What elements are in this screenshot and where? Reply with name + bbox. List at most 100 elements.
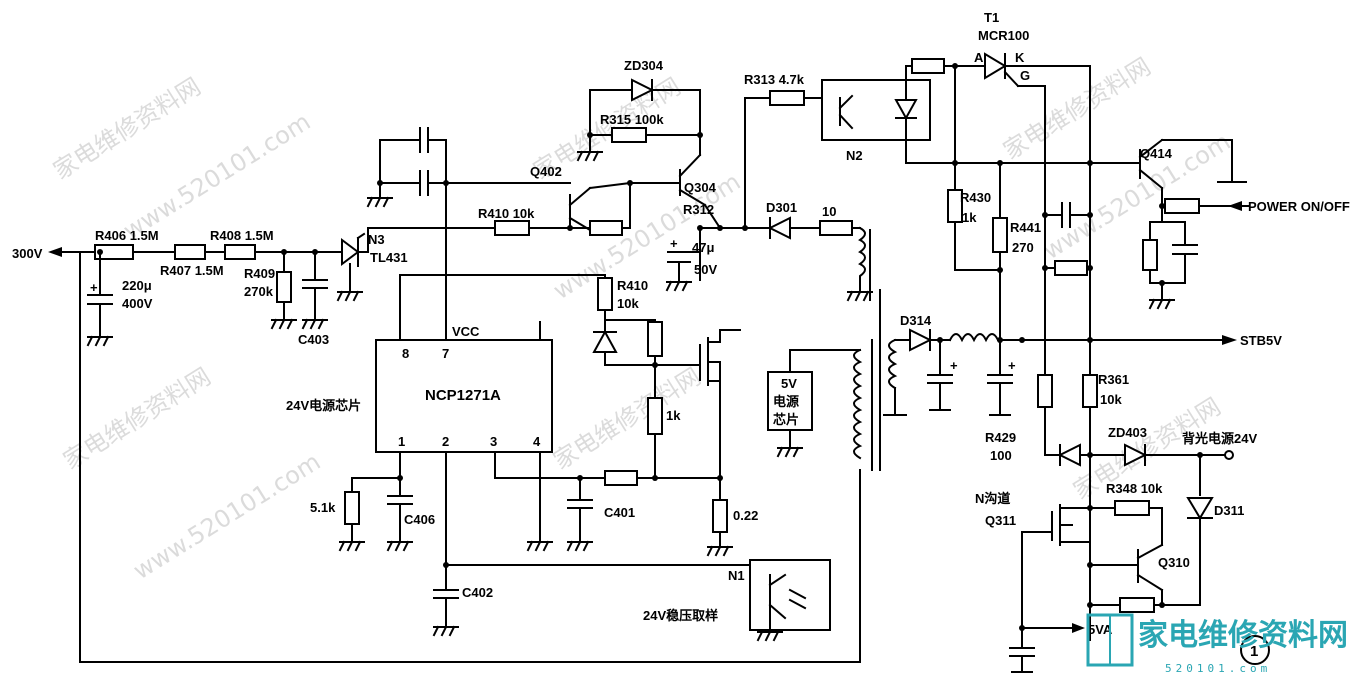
ground-icon xyxy=(301,318,328,330)
label-24v-chip: 24V电源芯片 xyxy=(286,398,361,413)
ground-icon xyxy=(576,150,603,162)
backlight-section: ZD403 背光电源24V D311 N沟道 Q311 R348 10k xyxy=(975,425,1257,673)
resistor-5k1 xyxy=(344,491,360,525)
label-pin-a: A xyxy=(974,50,984,65)
resistor-10 xyxy=(819,220,853,236)
label-n3: N3 xyxy=(368,232,385,247)
resistor-r410b xyxy=(597,277,613,311)
optocoupler-n2 xyxy=(821,79,931,141)
label-r313: R313 4.7k xyxy=(744,72,805,87)
label-n1: N1 xyxy=(728,568,745,583)
label-10: 10 xyxy=(822,204,836,219)
logo-url: 520101.com xyxy=(1165,662,1271,675)
pwm-section: VCC 8 7 NCP1271A 1 2 3 4 24V电源芯片 5.1k C4… xyxy=(79,251,861,663)
label-r430-val: 1k xyxy=(962,210,977,225)
label-r430: R430 xyxy=(960,190,991,205)
label-5v-chip-line2: 电源 xyxy=(773,394,799,409)
watermark-text: 家电维修资料网 xyxy=(48,72,205,185)
transistor-q310 xyxy=(1089,543,1164,592)
label-zd304: ZD304 xyxy=(624,58,664,73)
resistor-r407 xyxy=(174,244,206,260)
label-pin-2: 2 xyxy=(442,434,449,449)
ground-icon xyxy=(846,290,873,302)
label-q402: Q402 xyxy=(530,164,562,179)
site-logo: 家电维修资料网 520101.com xyxy=(1086,613,1348,675)
optocoupler-n1 xyxy=(749,559,831,631)
resistor-r441 xyxy=(992,217,1008,253)
label-r410b-val: 10k xyxy=(617,296,639,311)
resistor-r315 xyxy=(611,127,647,143)
terminal-24v xyxy=(1224,450,1234,460)
label-q414: Q414 xyxy=(1140,146,1173,161)
label-c47-v: 50V xyxy=(694,262,717,277)
label-pin-g: G xyxy=(1020,68,1030,83)
ground-icon xyxy=(1148,298,1175,310)
label-5v-chip-line1: 5V xyxy=(781,376,797,391)
transistor-q402 xyxy=(568,181,632,232)
ground-icon xyxy=(86,335,113,347)
label-5k1: 5.1k xyxy=(310,500,336,515)
ground-icon xyxy=(270,318,297,330)
winding-secondary xyxy=(888,338,898,390)
label-r348: R348 10k xyxy=(1106,481,1163,496)
resistor-r312-side xyxy=(589,220,623,236)
resistor-q414-base xyxy=(1054,260,1088,276)
resistor-r410a xyxy=(494,220,530,236)
standby-control: N2 T1 MCR100 A K G R430 1k R441 270 xyxy=(821,10,1350,641)
watermark-text: 家电维修资料网 xyxy=(58,362,215,475)
label-r409: R409 xyxy=(244,266,275,281)
mosfet-q311 xyxy=(1021,504,1091,546)
resistor-q310-base xyxy=(1119,597,1155,613)
label-pin-3: 3 xyxy=(490,434,497,449)
label-c402: C402 xyxy=(462,585,493,600)
label-n2: N2 xyxy=(846,148,863,163)
label-figure-number: 1 xyxy=(1250,643,1258,660)
resistor-gate xyxy=(647,321,663,357)
resistor-t1-gate xyxy=(911,58,945,74)
label-d314: D314 xyxy=(900,313,932,328)
label-power-on-off: POWER ON/OFF xyxy=(1248,199,1350,214)
label-pin-k: K xyxy=(1015,50,1025,65)
ground-icon xyxy=(386,540,413,552)
resistor-r313 xyxy=(769,90,805,106)
label-q304: Q304 xyxy=(684,180,717,195)
arrow-left-icon xyxy=(48,247,62,257)
diode-tl431 xyxy=(341,232,366,267)
watermark-text: 家电维修资料网 xyxy=(548,362,705,475)
label-c403: C403 xyxy=(298,332,329,347)
resistor-022 xyxy=(712,499,728,533)
label-1k: 1k xyxy=(666,408,681,423)
label-r361: R361 xyxy=(1098,372,1129,387)
ground-icon xyxy=(566,540,593,552)
label-c47: 47μ xyxy=(692,240,714,255)
label-backlight-24v: 背光电源24V xyxy=(1182,431,1257,446)
label-r409-val: 270k xyxy=(244,284,274,299)
resistor-1k xyxy=(647,397,663,435)
resistor-r348 xyxy=(1114,500,1150,516)
label-vcc: VCC xyxy=(452,324,480,339)
plus-sign: + xyxy=(90,280,98,295)
label-5v-chip-line3: 芯片 xyxy=(773,412,799,427)
transistor-q414 xyxy=(1129,138,1247,190)
diode-d311 xyxy=(1186,497,1214,520)
label-24v-sample: 24V稳压取样 xyxy=(643,608,718,623)
ground-icon xyxy=(336,290,363,302)
label-c401: C401 xyxy=(604,505,635,520)
label-q310: Q310 xyxy=(1158,555,1190,570)
label-mcr100: MCR100 xyxy=(978,28,1029,43)
resistor-r361 xyxy=(1082,374,1098,408)
chip-5v xyxy=(767,371,813,431)
resistor-r429 xyxy=(1037,374,1053,408)
chip-ncp1271a xyxy=(375,339,553,453)
label-r408: R408 1.5M xyxy=(210,228,274,243)
label-n-channel: N沟道 xyxy=(975,491,1010,506)
resistor-power xyxy=(1164,198,1200,214)
label-022: 0.22 xyxy=(733,508,758,523)
label-zd403: ZD403 xyxy=(1108,425,1147,440)
label-d301: D301 xyxy=(766,200,797,215)
arrow-left-icon xyxy=(1228,201,1242,211)
watermark-url: www.520101.com xyxy=(1038,128,1235,266)
label-r410a: R410 10k xyxy=(478,206,535,221)
label-stb5v: STB5V xyxy=(1240,333,1282,348)
